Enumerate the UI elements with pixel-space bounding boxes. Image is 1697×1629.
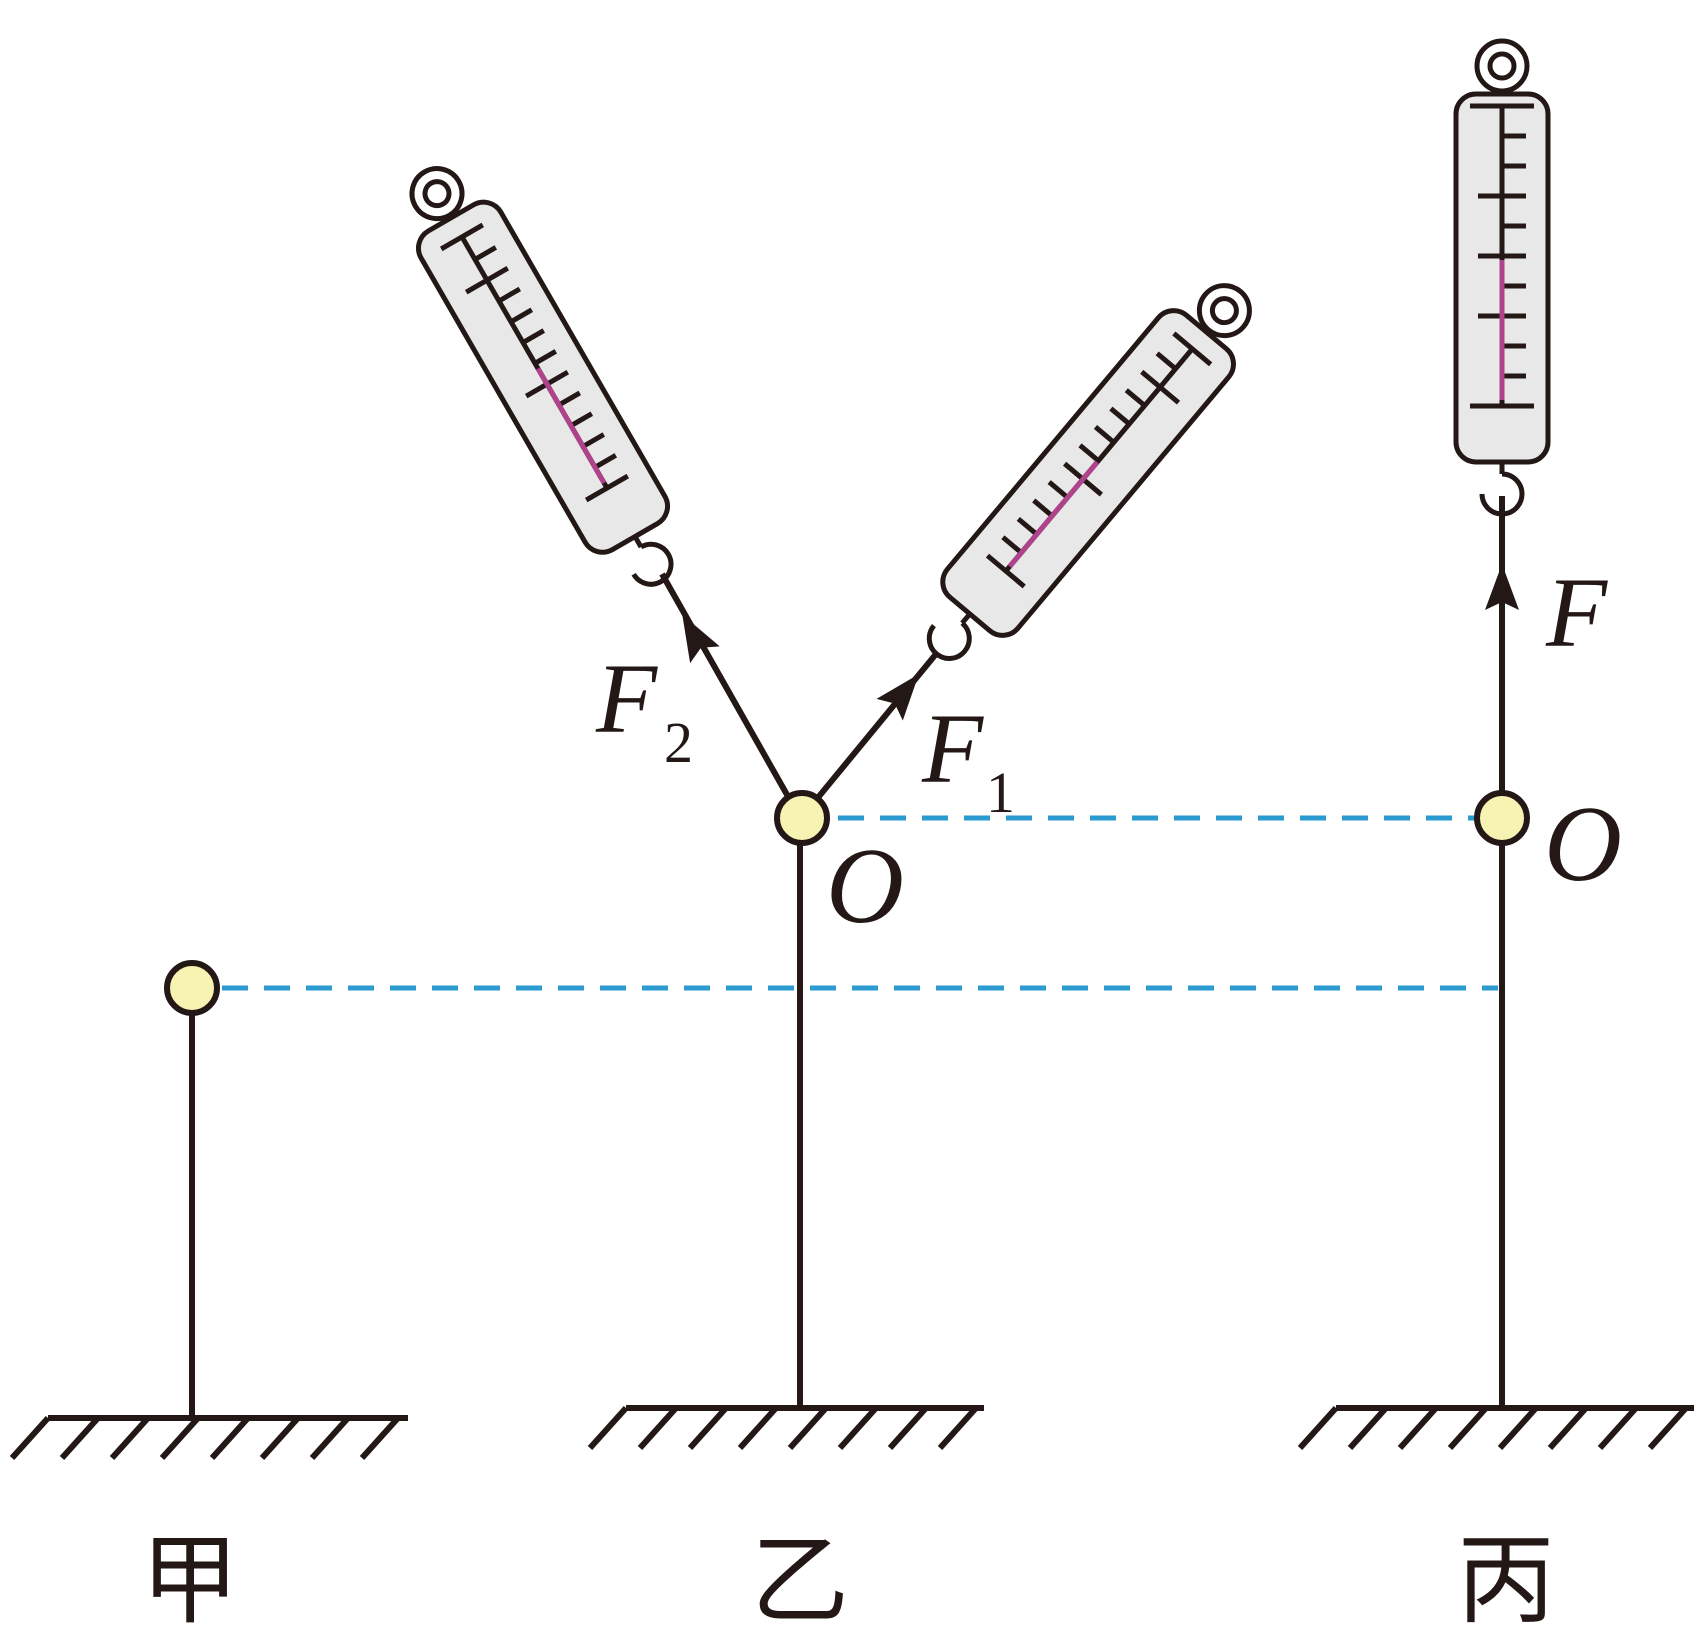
knot-jia xyxy=(164,960,220,1016)
label-force-f1: F xyxy=(921,693,984,804)
ground-bing xyxy=(1297,1405,1694,1451)
spring-scale-f1 xyxy=(901,262,1276,683)
label-point-o-bing: O xyxy=(1544,785,1622,904)
label-force-f: F xyxy=(1545,557,1608,668)
label-force-f1-subscript: 1 xyxy=(986,760,1015,825)
label-force-f2-subscript: 2 xyxy=(664,710,693,775)
spring-scale-f2 xyxy=(385,149,701,605)
knot-o-yi xyxy=(774,790,830,846)
spring-scale-f xyxy=(1456,41,1548,514)
label-panel-jia: 甲 xyxy=(141,1524,239,1629)
label-panel-yi: 乙 xyxy=(751,1524,849,1629)
knot-o-bing xyxy=(1474,790,1530,846)
arrowhead-f2 xyxy=(682,614,720,664)
label-panel-bing: 丙 xyxy=(1457,1524,1555,1629)
string-f2 xyxy=(659,572,793,802)
label-force-f2: F xyxy=(595,643,658,754)
label-point-o-yi: O xyxy=(826,827,904,946)
ground-yi xyxy=(587,1405,984,1451)
arrowhead-f1 xyxy=(876,674,919,721)
arrowhead-f xyxy=(1485,564,1519,610)
ground-jia xyxy=(9,1415,408,1461)
